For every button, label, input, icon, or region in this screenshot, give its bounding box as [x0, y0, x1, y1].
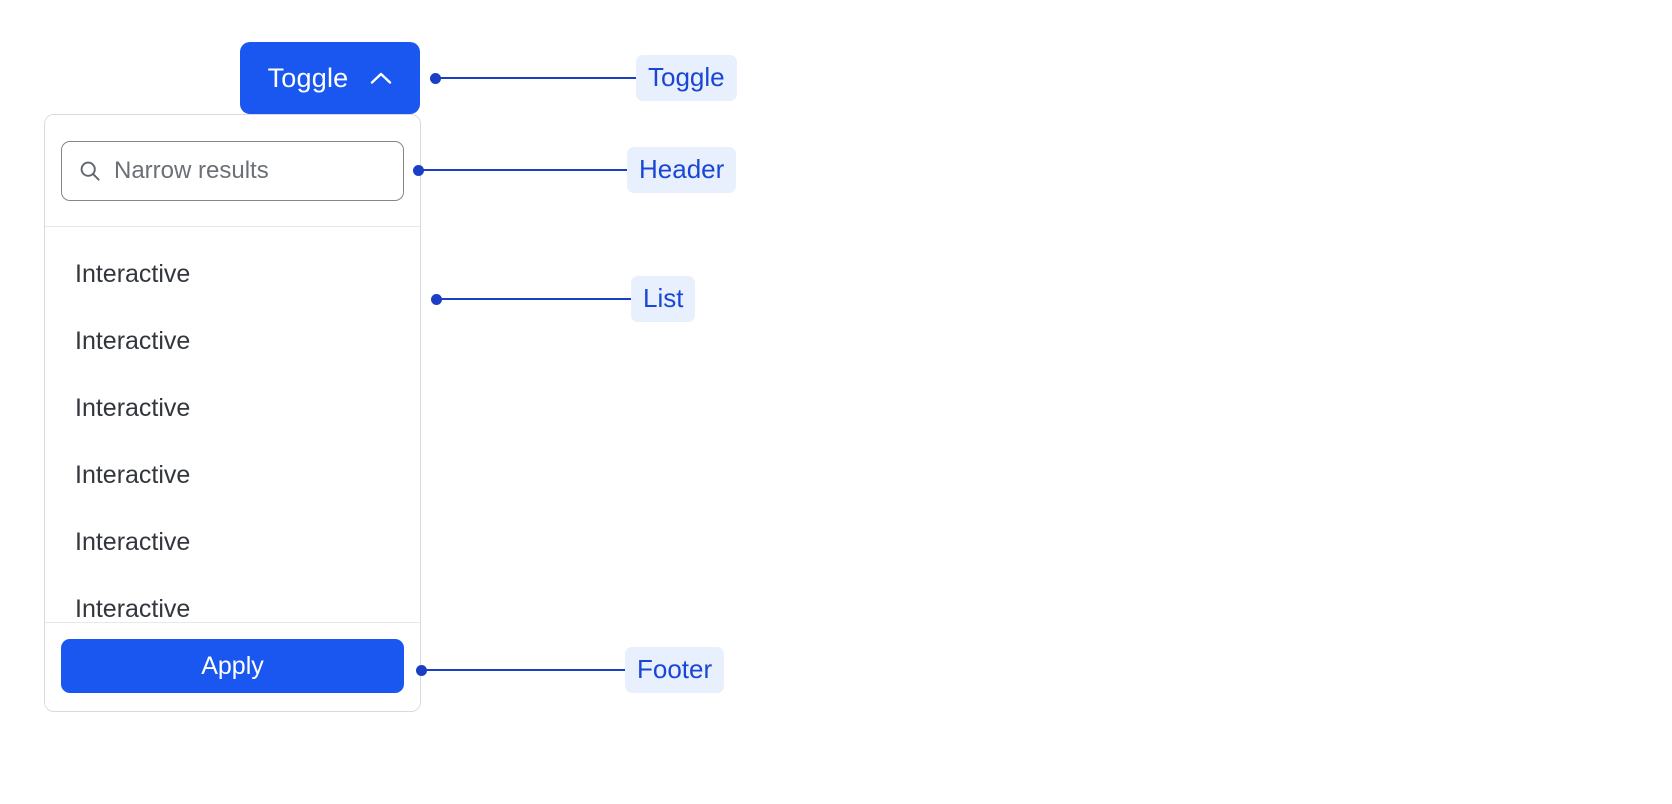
- annotation-leader-line: [441, 298, 631, 300]
- list-item[interactable]: Interactive: [45, 576, 420, 622]
- list-item[interactable]: Interactive: [45, 375, 420, 442]
- list-item-label: Interactive: [75, 461, 191, 489]
- annotation-toggle: Toggle: [430, 55, 737, 101]
- search-input[interactable]: [114, 157, 387, 185]
- dropdown-panel: Interactive Interactive Interactive Inte…: [44, 114, 421, 712]
- annotation-label: Toggle: [636, 55, 737, 101]
- apply-button[interactable]: Apply: [61, 639, 404, 693]
- annotation-label: Footer: [625, 647, 725, 693]
- list-item-label: Interactive: [75, 528, 191, 556]
- annotation-dot-icon: [430, 72, 441, 84]
- annotation-leader-line: [426, 669, 625, 671]
- panel-footer: Apply: [45, 622, 420, 711]
- toggle-button-label: Toggle: [267, 62, 349, 93]
- annotation-label: Header: [627, 147, 737, 193]
- annotation-dot-icon: [416, 664, 427, 676]
- annotation-leader-line: [423, 169, 627, 171]
- annotation-leader-line: [440, 77, 636, 79]
- list-item-label: Interactive: [75, 260, 191, 288]
- list-item-label: Interactive: [75, 595, 191, 622]
- panel-list[interactable]: Interactive Interactive Interactive Inte…: [45, 227, 420, 622]
- list-item[interactable]: Interactive: [45, 308, 420, 375]
- annotation-dot-icon: [431, 293, 442, 305]
- list-item-label: Interactive: [75, 394, 191, 422]
- panel-header: [45, 115, 420, 227]
- annotation-header: Header: [413, 147, 737, 193]
- chevron-up-icon: [371, 72, 392, 84]
- list-item[interactable]: Interactive: [45, 509, 420, 576]
- annotation-list: List: [431, 276, 696, 322]
- annotation-dot-icon: [413, 164, 424, 176]
- annotation-footer: Footer: [416, 647, 725, 693]
- search-icon: [80, 161, 100, 181]
- list-item[interactable]: Interactive: [45, 442, 420, 509]
- list-item-label: Interactive: [75, 327, 191, 355]
- search-field[interactable]: [61, 141, 404, 201]
- toggle-button[interactable]: Toggle: [240, 42, 420, 114]
- annotation-label: List: [631, 276, 696, 322]
- list-item[interactable]: Interactive: [45, 241, 420, 308]
